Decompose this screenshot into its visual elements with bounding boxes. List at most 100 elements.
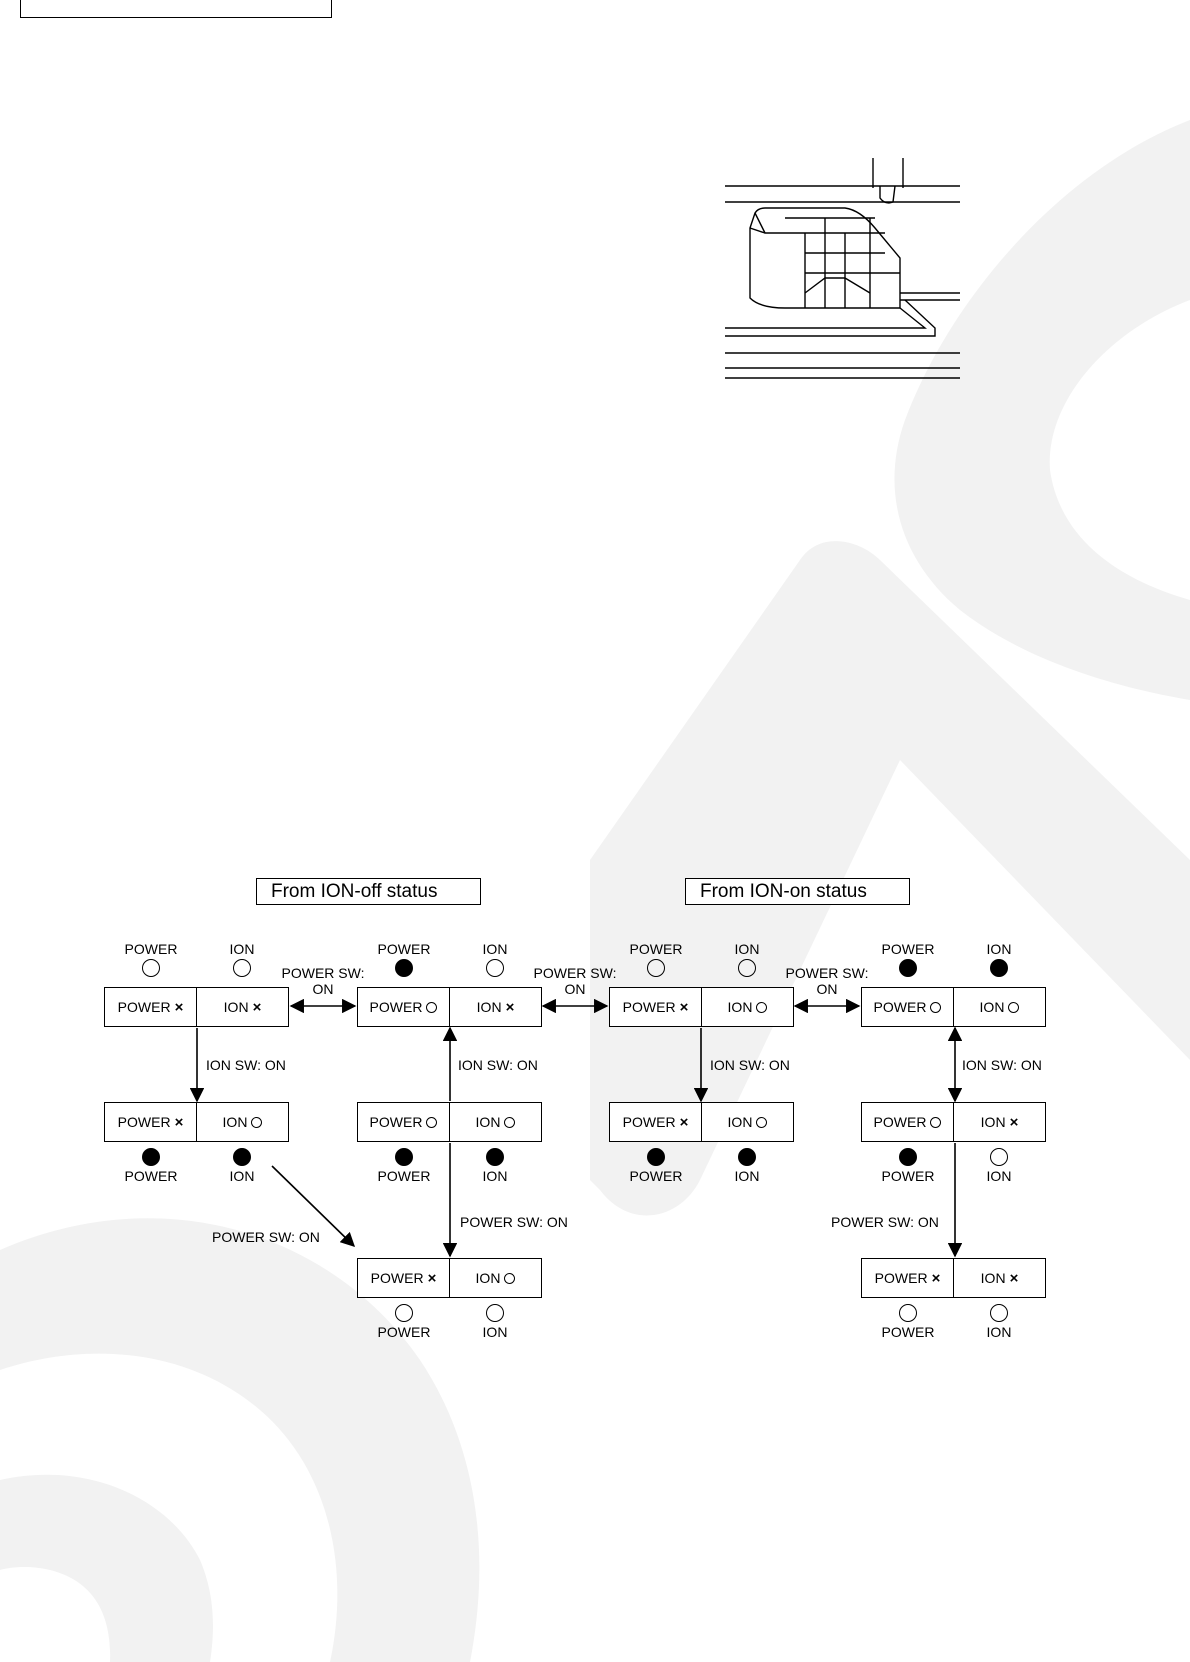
indicator-label: POWER [881,1324,935,1340]
x-mark-icon: × [505,998,515,1016]
label-power-sw-on-6: POWER SW: ON [831,1214,939,1230]
label-power-sw-on-4: POWER SW: ON [212,1229,320,1245]
state-box-s10: POWER× ION × [861,1258,1046,1298]
filled-circle-icon [233,1148,251,1166]
filled-circle-icon [486,1148,504,1166]
circle-mark-icon [1008,1001,1020,1013]
indicator-label: POWER [377,1324,431,1340]
label-power-sw-on-3: POWER SW: ON [783,965,871,997]
x-mark-icon: × [931,1269,941,1287]
power-cell-label: POWER [873,999,927,1015]
ion-cell: ION× [450,988,541,1026]
state-box-s1: POWER×ION× [104,987,289,1027]
state-box-s5: POWER× ION [357,1258,542,1298]
power-cell-label: POWER [622,1114,676,1130]
ion-cell-label: ION [727,1114,753,1130]
empty-circle-icon [486,959,504,977]
indicator-label: ION [482,1324,508,1340]
indicator-power: POWER [116,941,186,979]
filled-circle-icon [142,1148,160,1166]
ion-cell-label: ION [223,999,249,1015]
indicator-label: ION [986,1324,1012,1340]
power-cell-label: POWER [117,999,171,1015]
state-box-s2: POWER×ION [104,1102,289,1142]
filled-circle-icon [738,1148,756,1166]
circle-mark-icon [756,1001,768,1013]
indicator-ion: ION [460,941,530,979]
section-title-ion-off: From ION-off status [256,878,481,905]
x-mark-icon: × [679,998,689,1016]
indicator-power: POWER [873,1302,943,1340]
circle-mark-icon [930,1001,942,1013]
indicator-label: POWER [124,941,178,957]
circle-mark-icon [504,1116,516,1128]
indicator-ion: ION [207,1146,277,1184]
power-cell: POWER× [358,1259,450,1297]
empty-circle-icon [395,1304,413,1322]
indicator-label: ION [482,1168,508,1184]
power-cell-label: POWER [622,999,676,1015]
indicator-power: POWER [116,1146,186,1184]
header-frame [20,0,332,18]
label-line-2: ON [816,981,838,997]
indicator-ion: ION [964,1302,1034,1340]
x-mark-icon: × [174,998,184,1016]
label-ion-sw-on-2: ION SW: ON [458,1057,538,1073]
filled-circle-icon [395,959,413,977]
indicator-power: POWER [369,941,439,979]
indicator-ion: ION [712,1146,782,1184]
empty-circle-icon [486,1304,504,1322]
ion-cell: ION [197,1103,288,1141]
power-cell: POWER× [105,988,197,1026]
indicator-label: POWER [629,941,683,957]
ion-cell-label: ION [980,1270,1006,1286]
label-ion-sw-on-3: ION SW: ON [710,1057,790,1073]
indicator-power: POWER [621,1146,691,1184]
indicator-label: ION [734,941,760,957]
circle-mark-icon [426,1001,438,1013]
label-power-sw-on-1: POWER SW: ON [279,965,367,997]
label-power-sw-on-2: POWER SW: ON [531,965,619,997]
ion-cell-label: ION [475,1114,501,1130]
label-line-1: POWER SW: [533,965,617,981]
indicator-ion: ION [964,941,1034,979]
empty-circle-icon [990,1304,1008,1322]
indicator-label: POWER [881,941,935,957]
x-mark-icon: × [174,1113,184,1131]
power-cell: POWER× [105,1103,197,1141]
indicator-label: POWER [377,941,431,957]
ion-cell-label: ION [727,999,753,1015]
empty-circle-icon [142,959,160,977]
state-box-s3: POWER ION× [357,987,542,1027]
ion-cell: ION [954,988,1045,1026]
ion-cell-label: ION [476,999,502,1015]
label-line-2: ON [564,981,586,997]
x-mark-icon: × [679,1113,689,1131]
label-ion-sw-on-4: ION SW: ON [962,1057,1042,1073]
filled-circle-icon [990,959,1008,977]
power-cell: POWER [862,1103,954,1141]
indicator-label: POWER [124,1168,178,1184]
filled-circle-icon [899,1148,917,1166]
label-line-1: POWER SW: [785,965,869,981]
power-cell: POWER× [610,1103,702,1141]
power-cell-label: POWER [369,999,423,1015]
power-cell-label: POWER [873,1114,927,1130]
power-cell: POWER [358,988,450,1026]
ion-cell-label: ION [475,1270,501,1286]
x-mark-icon: × [1009,1113,1019,1131]
ion-cell: ION× [197,988,288,1026]
filled-circle-icon [395,1148,413,1166]
empty-circle-icon [233,959,251,977]
power-cell-label: POWER [370,1270,424,1286]
indicator-label: ION [482,941,508,957]
power-cell-label: POWER [874,1270,928,1286]
empty-circle-icon [990,1148,1008,1166]
label-line-1: POWER SW: [281,965,365,981]
filled-circle-icon [647,1148,665,1166]
power-cell: POWER× [862,1259,954,1297]
ion-cell: ION [702,988,793,1026]
arrow-s2-s5 [271,1165,356,1248]
